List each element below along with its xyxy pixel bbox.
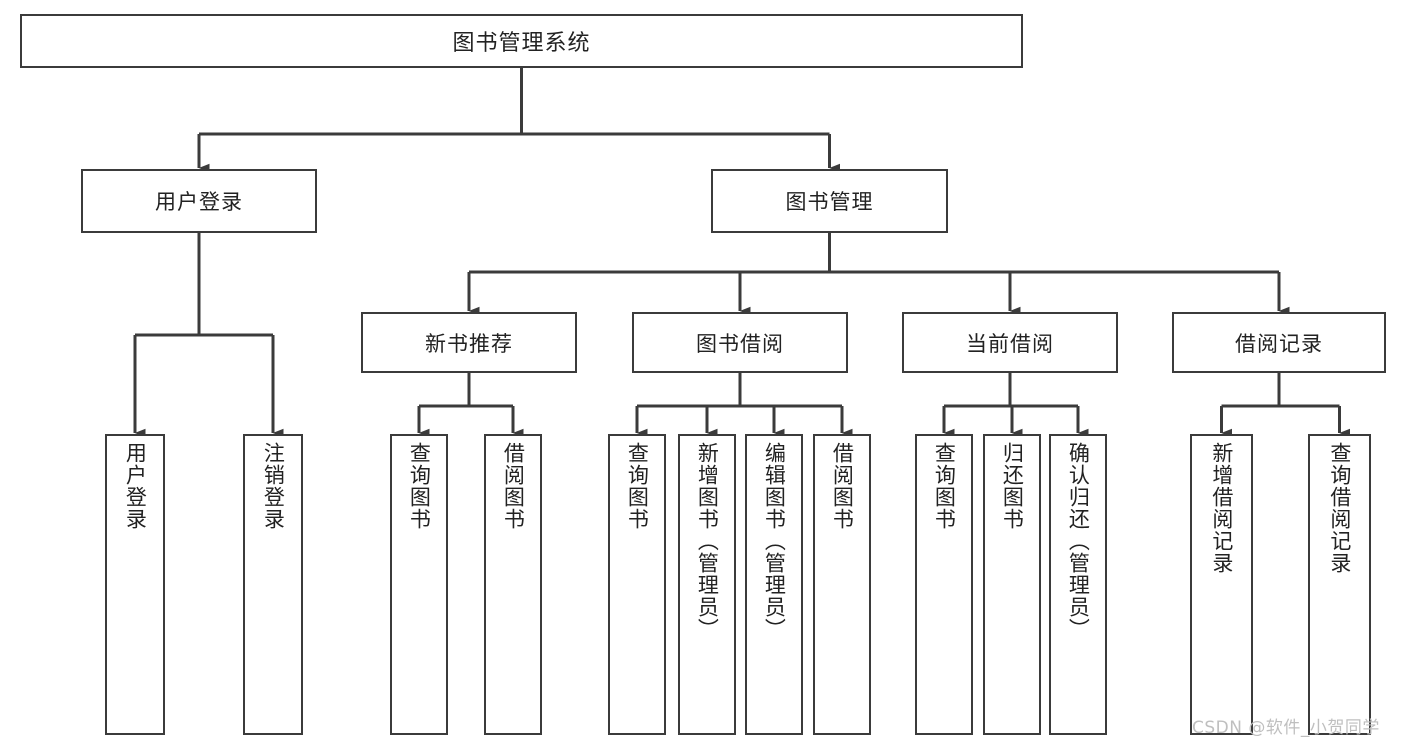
node-leaf-add-book-admin[interactable]: 新增图书（管理员） xyxy=(678,434,736,735)
node-leaf-user-login[interactable]: 用户登录 xyxy=(105,434,165,735)
node-leaf-borrow-book-from-recommendation[interactable]: 借阅图书 xyxy=(484,434,542,735)
node-leaf-confirm-return-admin[interactable]: 确认归还（管理员） xyxy=(1049,434,1107,735)
node-label: 查询图书 xyxy=(407,442,432,530)
node-user-login[interactable]: 用户登录 xyxy=(81,169,317,233)
node-label: 归还图书 xyxy=(1000,442,1025,530)
node-book-management[interactable]: 图书管理 xyxy=(711,169,948,233)
node-root-book-management-system[interactable]: 图书管理系统 xyxy=(20,14,1023,68)
node-current-borrowing[interactable]: 当前借阅 xyxy=(902,312,1118,373)
node-label: 用户登录 xyxy=(155,190,243,214)
node-label: 注销登录 xyxy=(261,442,286,530)
node-label: 新书推荐 xyxy=(425,331,513,356)
node-leaf-query-book-from-borrowing[interactable]: 查询图书 xyxy=(608,434,666,735)
node-label: 借阅图书 xyxy=(501,442,526,530)
node-label: 查询图书 xyxy=(932,442,957,530)
node-label: 借阅记录 xyxy=(1235,331,1323,356)
node-label: 确认归还（管理员） xyxy=(1066,442,1091,640)
node-label: 借阅图书 xyxy=(830,442,855,530)
csdn-watermark: CSDN @软件_小贺同学 xyxy=(1192,718,1380,738)
node-leaf-query-book-from-recommendation[interactable]: 查询图书 xyxy=(390,434,448,735)
node-leaf-return-book[interactable]: 归还图书 xyxy=(983,434,1041,735)
node-book-borrowing[interactable]: 图书借阅 xyxy=(632,312,848,373)
node-leaf-query-book-from-current[interactable]: 查询图书 xyxy=(915,434,973,735)
node-label: 图书借阅 xyxy=(696,331,784,356)
node-label: 查询借阅记录 xyxy=(1327,442,1352,574)
node-leaf-user-logout[interactable]: 注销登录 xyxy=(243,434,303,735)
node-label: 新增图书（管理员） xyxy=(695,442,720,640)
node-leaf-edit-book-admin[interactable]: 编辑图书（管理员） xyxy=(745,434,803,735)
node-leaf-add-borrowing-record[interactable]: 新增借阅记录 xyxy=(1190,434,1253,735)
node-label: 图书管理 xyxy=(785,190,874,214)
node-label: 查询图书 xyxy=(625,442,650,530)
node-label: 图书管理系统 xyxy=(452,31,591,56)
node-new-book-recommendation[interactable]: 新书推荐 xyxy=(361,312,577,373)
node-borrowing-record[interactable]: 借阅记录 xyxy=(1172,312,1386,373)
node-label: 新增借阅记录 xyxy=(1209,442,1234,574)
node-leaf-borrow-book[interactable]: 借阅图书 xyxy=(813,434,871,735)
node-label: 当前借阅 xyxy=(966,331,1054,356)
node-label: 用户登录 xyxy=(123,442,148,530)
node-leaf-query-borrowing-record[interactable]: 查询借阅记录 xyxy=(1308,434,1371,735)
node-label: 编辑图书（管理员） xyxy=(762,442,787,640)
